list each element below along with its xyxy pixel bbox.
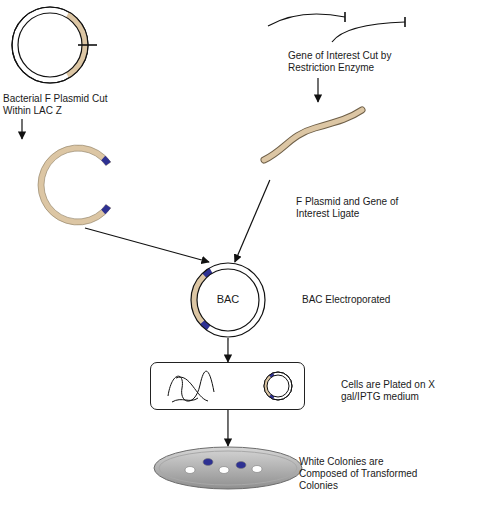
- petri-dish: White Colonies are Composed of Transform…: [153, 446, 303, 490]
- dish-body: [154, 447, 302, 489]
- culture-plate: Cells are Plated on X gal/IPTG medium: [150, 362, 305, 410]
- step-caption: Bacterial F Plasmid Cut Within LAC Z: [3, 93, 123, 117]
- bacterial-colony: [203, 459, 213, 466]
- step-arrow: [317, 78, 318, 102]
- gene-fragment-outline: [264, 110, 362, 160]
- mini-plasmid: [264, 372, 292, 400]
- bacterial-colony: [236, 462, 246, 469]
- cut-mark: [404, 17, 406, 27]
- plasmid-ring: [12, 7, 88, 83]
- ring-fill: [191, 263, 265, 337]
- step-caption: BAC Electroporated: [302, 294, 390, 306]
- bac-ring: [191, 263, 265, 337]
- shape-label: BAC: [190, 293, 266, 306]
- sticky-end: [101, 156, 111, 166]
- cut-plasmid: [38, 145, 111, 225]
- step-caption: Cells are Plated on X gal/IPTG medium: [341, 379, 435, 403]
- ring-outer: [191, 263, 265, 337]
- dish-outline: [154, 447, 302, 489]
- flow-arrow: [85, 228, 209, 262]
- step-caption: Gene of Interest Cut by Restriction Enzy…: [288, 50, 408, 74]
- step-arrow: [21, 119, 22, 139]
- dna-strand: [268, 14, 345, 26]
- cut-mark: [78, 44, 97, 46]
- step-caption: F Plasmid and Gene of Interest Ligate: [296, 196, 411, 220]
- cut-mark: [344, 12, 346, 22]
- mini-plasmid-inner: [267, 375, 289, 397]
- bacterial-colony: [185, 467, 195, 474]
- flow-arrow: [227, 410, 228, 446]
- plasmid-outer: [12, 7, 88, 83]
- chromosome: [168, 371, 214, 402]
- bacterial-colony: [252, 466, 262, 473]
- mini-plasmid-outer: [264, 372, 292, 400]
- step-caption: White Colonies are Composed of Transform…: [299, 456, 427, 492]
- bac-circle: BACBAC Electroporated: [190, 262, 266, 338]
- flow-arrow: [235, 180, 270, 262]
- plasmid-step: Bacterial F Plasmid Cut Within LAC Z: [0, 5, 140, 228]
- sticky-end: [101, 205, 111, 215]
- insert-region: [191, 268, 213, 330]
- dish-shape: [153, 446, 303, 490]
- gene-step: Gene of Interest Cut by Restriction Enzy…: [255, 8, 420, 180]
- gene-fragment: [264, 110, 362, 160]
- dish-rim: [159, 451, 297, 485]
- plasmid-inner: [18, 13, 82, 77]
- bacterial-colony: [219, 467, 229, 474]
- flow-arrow: [227, 338, 228, 362]
- dna-strand: [332, 22, 405, 42]
